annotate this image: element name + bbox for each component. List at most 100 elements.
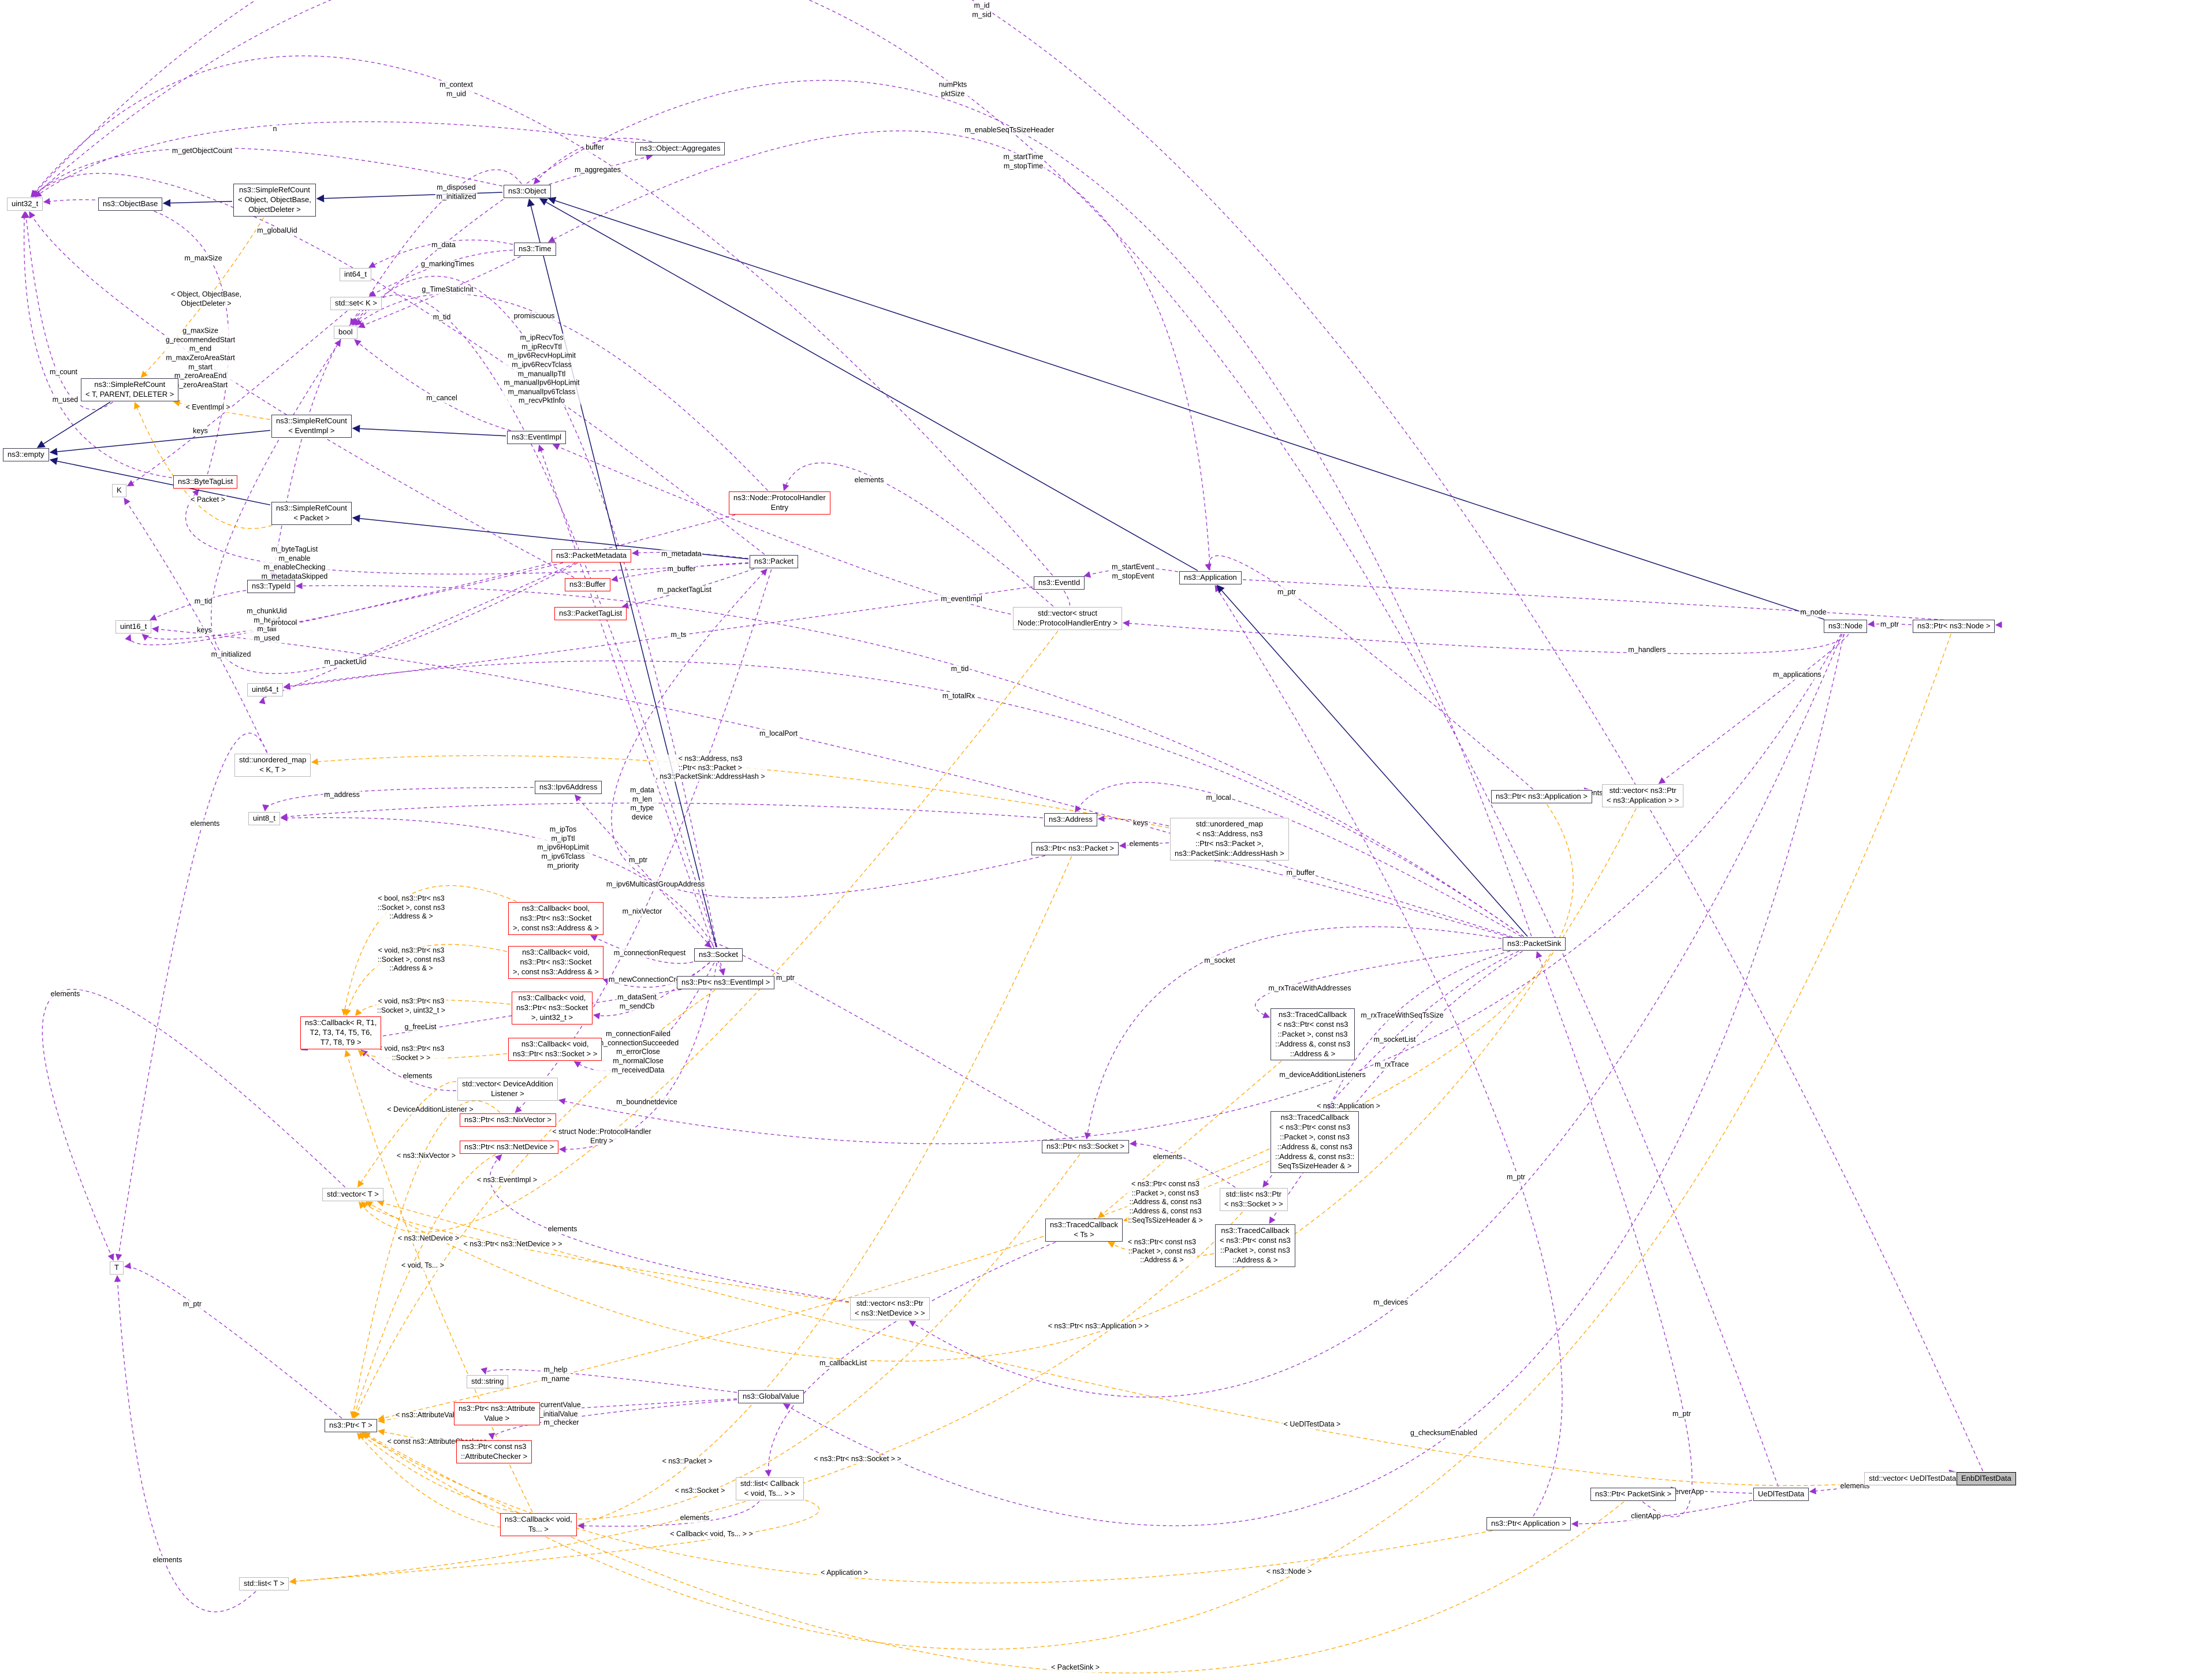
- diagram-node-n62[interactable]: ns3::GlobalValue: [738, 1390, 804, 1403]
- diagram-node-n37[interactable]: std::vector< ns3::Ptr < ns3::Application…: [1602, 784, 1684, 807]
- diagram-node-n53[interactable]: ns3::TracedCallback < Ts >: [1045, 1219, 1123, 1242]
- diagram-node-n21[interactable]: ns3::PacketTagList: [554, 607, 627, 620]
- diagram-node-n64[interactable]: ns3::Callback< void, Ts... >: [500, 1513, 577, 1536]
- edge-usage: [1658, 634, 1849, 784]
- diagram-node-n08[interactable]: std::set< K >: [330, 297, 382, 310]
- edge-usage: [352, 275, 718, 948]
- edge-template: [311, 755, 1169, 828]
- diagram-node-n69[interactable]: EnbDlTestData: [1957, 1472, 2016, 1485]
- edge-usage: [577, 1501, 760, 1529]
- diagram-node-n26[interactable]: ns3::Application: [1179, 571, 1242, 584]
- diagram-node-n07[interactable]: int64_t: [340, 268, 372, 281]
- diagram-node-n66[interactable]: ns3::Ptr< PacketSink >: [1590, 1488, 1676, 1501]
- diagram-node-n09[interactable]: bool: [334, 326, 357, 339]
- diagram-node-n25[interactable]: ns3::EventId: [1034, 576, 1085, 590]
- edge-usage: [211, 339, 578, 675]
- edge-template: [344, 944, 508, 1016]
- diagram-node-n43[interactable]: ns3::Socket: [694, 948, 743, 962]
- diagram-node-n58[interactable]: std::string: [467, 1375, 509, 1388]
- diagram-node-n24[interactable]: uint64_t: [247, 683, 284, 696]
- diagram-node-n65[interactable]: std::list< T >: [239, 1577, 289, 1590]
- diagram-node-n05[interactable]: ns3::Object::Aggregates: [635, 142, 725, 155]
- diagram-node-n40[interactable]: ns3::Callback< void, ns3::Ptr< ns3::Sock…: [508, 946, 603, 979]
- diagram-node-n27[interactable]: std::vector< struct Node::ProtocolHandle…: [1013, 607, 1123, 630]
- edge-usage: [270, 294, 717, 948]
- edge-inheritance: [1216, 584, 1528, 937]
- edge-usage: [1075, 782, 1522, 937]
- diagram-node-n44[interactable]: ns3::Ptr< ns3::EventImpl >: [677, 976, 775, 989]
- diagram-node-n11[interactable]: ns3::SimpleRefCount < EventImpl >: [271, 415, 352, 438]
- diagram-node-n19[interactable]: ns3::Packet: [750, 555, 798, 568]
- diagram-node-n32[interactable]: ns3::Ipv6Address: [535, 781, 602, 794]
- diagram-node-n55[interactable]: std::vector< T >: [322, 1188, 383, 1201]
- diagram-node-n15[interactable]: K: [112, 484, 126, 497]
- edge-usage: [480, 1367, 737, 1393]
- diagram-node-n47[interactable]: ns3::Ptr< ns3::NixVector >: [460, 1113, 557, 1127]
- edge-usage: [368, 239, 513, 268]
- diagram-node-n22[interactable]: ns3::TypeId: [247, 580, 296, 593]
- diagram-node-n68[interactable]: std::vector< UeDlTestData >: [1864, 1472, 1968, 1485]
- diagram-node-n35[interactable]: std::unordered_map < ns3::Address, ns3 :…: [1170, 818, 1289, 861]
- diagram-node-n06[interactable]: ns3::Time: [514, 243, 556, 256]
- diagram-node-n46[interactable]: std::vector< DeviceAddition Listener >: [457, 1078, 558, 1101]
- edge-template: [352, 1154, 496, 1419]
- edge-template: [363, 1432, 1625, 1674]
- diagram-node-n39[interactable]: ns3::Callback< bool, ns3::Ptr< ns3::Sock…: [508, 902, 603, 935]
- diagram-node-n34[interactable]: ns3::Ptr< ns3::Packet >: [1031, 842, 1119, 855]
- diagram-node-n60[interactable]: ns3::Ptr< T >: [325, 1419, 377, 1432]
- diagram-node-n42[interactable]: ns3::Callback< void, ns3::Ptr< ns3::Sock…: [508, 1038, 602, 1061]
- edge-usage: [1269, 951, 1523, 1224]
- edge-usage: [283, 660, 1525, 937]
- diagram-node-n51[interactable]: ns3::Ptr< ns3::Socket >: [1042, 1140, 1130, 1153]
- diagram-node-n49[interactable]: ns3::TracedCallback < ns3::Ptr< const ns…: [1271, 1008, 1355, 1061]
- diagram-node-n23[interactable]: uint16_t: [116, 620, 152, 634]
- edge-inheritance: [352, 515, 749, 560]
- diagram-node-n33[interactable]: ns3::Address: [1044, 813, 1097, 826]
- edge-usage: [490, 1154, 850, 1302]
- edge-usage: [34, 121, 635, 198]
- diagram-node-n56[interactable]: std::vector< ns3::Ptr < ns3::NetDevice >…: [850, 1297, 930, 1320]
- edge-usage: [783, 462, 1054, 607]
- diagram-node-n02[interactable]: ns3::ObjectBase: [98, 198, 163, 211]
- diagram-node-n17[interactable]: ns3::Node::ProtocolHandler Entry: [729, 491, 830, 515]
- edge-usage: [1083, 568, 1179, 578]
- diagram-node-n12[interactable]: ns3::EventImpl: [507, 431, 566, 444]
- diagram-node-n01[interactable]: uint32_t: [7, 198, 43, 211]
- diagram-node-n30[interactable]: std::unordered_map < K, T >: [234, 754, 311, 777]
- diagram-node-n38[interactable]: ns3::PacketSink: [1503, 937, 1566, 951]
- diagram-node-n63[interactable]: std::list< Callback < void, Ts... > >: [736, 1477, 804, 1500]
- diagram-node-n41[interactable]: ns3::Callback< void, ns3::Ptr< ns3::Sock…: [512, 992, 593, 1025]
- diagram-node-n57[interactable]: T: [110, 1261, 124, 1275]
- diagram-node-n10[interactable]: ns3::SimpleRefCount < T, PARENT, DELETER…: [81, 378, 179, 401]
- diagram-node-n50[interactable]: ns3::TracedCallback < ns3::Ptr< const ns…: [1271, 1111, 1359, 1174]
- diagram-node-n59[interactable]: ns3::Ptr< ns3::Attribute Value >: [454, 1402, 540, 1425]
- diagram-node-n36[interactable]: ns3::Ptr< ns3::Application >: [1491, 790, 1592, 803]
- diagram-node-n48[interactable]: ns3::Ptr< ns3::NetDevice >: [460, 1141, 559, 1154]
- diagram-node-n14[interactable]: ns3::ByteTagList: [173, 475, 238, 489]
- diagram-node-n61[interactable]: ns3::Ptr< const ns3 ::AttributeChecker >: [456, 1440, 532, 1463]
- edge-usage: [1205, 555, 1534, 790]
- diagram-node-n52[interactable]: std::list< ns3::Ptr < ns3::Socket > >: [1220, 1188, 1288, 1211]
- diagram-node-n67[interactable]: UeDlTestData: [1753, 1488, 1809, 1501]
- diagram-node-n04[interactable]: ns3::Object: [504, 185, 551, 198]
- edge-template: [1098, 1060, 1282, 1219]
- edge-usage: [1214, 854, 1510, 938]
- edge-usage: [185, 489, 749, 575]
- diagram-node-n16[interactable]: ns3::SimpleRefCount < Packet >: [271, 502, 352, 525]
- edge-template: [134, 401, 273, 529]
- diagram-node-n31[interactable]: uint8_t: [248, 812, 281, 825]
- diagram-node-n70[interactable]: ns3::Ptr< Application >: [1486, 1517, 1571, 1530]
- edge-usage: [125, 514, 736, 646]
- diagram-node-n13[interactable]: ns3::empty: [3, 448, 49, 461]
- edge-usage: [547, 130, 1210, 571]
- diagram-node-n45[interactable]: ns3::Callback< R, T1, T2, T3, T4, T5, T6…: [300, 1016, 382, 1049]
- diagram-node-n18[interactable]: ns3::PacketMetadata: [552, 549, 632, 563]
- edge-usage: [259, 563, 576, 705]
- diagram-node-n20[interactable]: ns3::Buffer: [565, 578, 610, 591]
- diagram-node-n54[interactable]: ns3::TracedCallback < ns3::Ptr< const ns…: [1215, 1224, 1295, 1267]
- diagram-node-n03[interactable]: ns3::SimpleRefCount < Object, ObjectBase…: [233, 184, 316, 217]
- edge-usage: [355, 293, 769, 491]
- diagram-node-n28[interactable]: ns3::Node: [1824, 620, 1868, 633]
- diagram-node-n29[interactable]: ns3::Ptr< ns3::Node >: [1913, 620, 1995, 633]
